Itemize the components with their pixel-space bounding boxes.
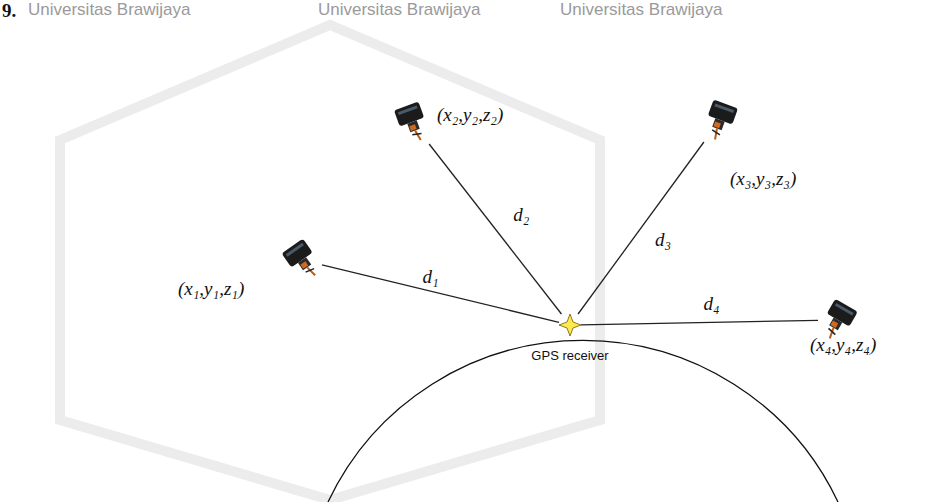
watermark-shield (60, 25, 600, 500)
distance-line (578, 142, 704, 314)
distance-label: d₂ (511, 205, 531, 226)
distance-line (581, 320, 818, 324)
distance-label: d₁ (420, 267, 440, 288)
satellite-icon (392, 100, 432, 144)
distance-line (429, 144, 561, 314)
watermark: Universitas Brawijaya (560, 0, 723, 20)
watermark: Universitas Brawijaya (28, 0, 191, 20)
distance-label: d₄ (701, 294, 721, 315)
satellite: (x₃,y₃,z₃) (700, 98, 740, 142)
satellite-icon (700, 98, 740, 142)
gps-receiver: GPS receiver (559, 314, 581, 336)
distance-line (322, 265, 559, 322)
figure-number: 9. (2, 0, 16, 22)
coordinate-label: (x₁,y₁,z₁) (178, 278, 244, 300)
earth-arc (328, 340, 838, 502)
receiver-label: GPS receiver (531, 348, 608, 363)
coordinate-label: (x₄,y₄,z₄) (810, 334, 876, 356)
distance-label: d₃ (653, 230, 673, 251)
satellite: (x₂,y₂,z₂) (392, 100, 432, 144)
satellite-icon (282, 238, 322, 282)
watermark: Universitas Brawijaya (318, 0, 481, 20)
satellite: (x₄,y₄,z₄) (818, 298, 858, 342)
receiver-star (559, 314, 581, 336)
coordinate-label: (x₃,y₃,z₃) (730, 168, 796, 190)
coordinate-label: (x₂,y₂,z₂) (437, 104, 503, 126)
satellite: (x₁,y₁,z₁) (282, 238, 322, 282)
